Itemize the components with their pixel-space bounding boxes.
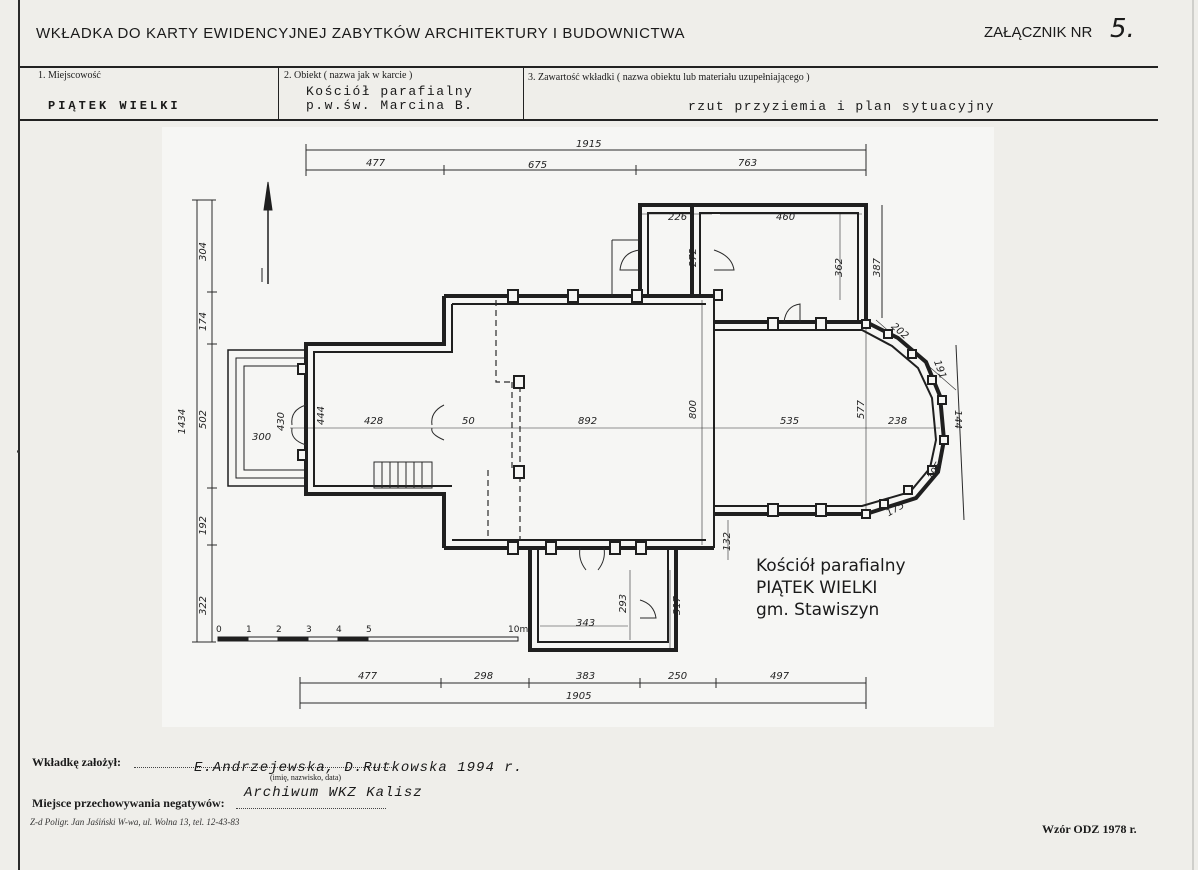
- doors: [291, 239, 801, 619]
- annex-label: ZAŁĄCZNIK NR: [984, 24, 1093, 41]
- dim-nave-h: 800: [688, 399, 700, 420]
- caption-line-1: Kościół parafialny: [756, 556, 906, 576]
- dim-tower-h: 444: [316, 405, 328, 426]
- dim-left-3: 502: [198, 409, 210, 430]
- field-1-label: 1. Miejscowość: [38, 70, 101, 81]
- south-annex-wall: [528, 548, 678, 652]
- dim-vestry-h: 272: [688, 247, 700, 268]
- header-rule-top: [20, 66, 1158, 68]
- field-3-value: rzut przyziemia i plan sytuacyjny: [688, 99, 995, 114]
- dim-porch-w: 300: [252, 432, 272, 443]
- dim-top-total: 1915: [576, 139, 602, 150]
- field-3-label: 3. Zawartość wkładki ( nazwa obiektu lub…: [528, 72, 810, 83]
- field-separator-1: [278, 67, 279, 119]
- scale-label-1: 1: [246, 625, 252, 635]
- dim-left-2: 174: [198, 311, 210, 332]
- vestry-wall: [638, 203, 692, 296]
- dim-top-2: 675: [528, 160, 548, 171]
- dim-top-3: 763: [738, 158, 758, 169]
- sacristy-wall: [690, 203, 868, 322]
- dim-nave-w: 892: [578, 416, 598, 427]
- dim-south-h: 293: [618, 593, 630, 614]
- dim-chancel-w: 535: [780, 416, 800, 427]
- storage-dots: [236, 808, 386, 809]
- field-2-value-line2: p.w.św. Marcina B.: [306, 98, 474, 113]
- dim-apse-d: 238: [888, 416, 908, 427]
- header-rule-bottom: [20, 119, 1158, 121]
- dim-south-w: 343: [576, 618, 596, 629]
- founder-dots: [134, 767, 394, 768]
- field-2-label: 2. Obiekt ( nazwa jak w karcie ): [284, 70, 413, 81]
- dim-left-4: 192: [198, 515, 210, 536]
- dim-left-5: 322: [198, 595, 210, 616]
- founder-hint: (imię, nazwisko, data): [270, 773, 342, 782]
- printer-imprint: Z-d Poligr. Jan Jaśiński W-wa, ul. Wolna…: [30, 817, 240, 827]
- scale-label-0: 0: [216, 625, 222, 635]
- field-1-value: PIĄTEK WIELKI: [48, 99, 181, 113]
- dim-bottom-total: 1905: [566, 691, 592, 702]
- gallery-outline: [495, 300, 521, 540]
- tower-stair: [373, 461, 433, 489]
- dim-apse-seg3: 144: [952, 409, 964, 430]
- dim-south-off: 132: [722, 531, 734, 552]
- scale-label-10: 10m: [508, 625, 529, 635]
- dim-sacristy-h: 362: [834, 257, 846, 278]
- pilasters: [297, 289, 949, 555]
- scale-label-2: 2: [276, 625, 282, 635]
- right-edge: [1192, 0, 1194, 870]
- caption-line-3: gm. Stawiszyn: [756, 600, 880, 620]
- scale-label-5: 5: [366, 625, 372, 635]
- punch-mark: [17, 450, 20, 453]
- form-code: Wzór ODZ 1978 r.: [1042, 822, 1137, 836]
- porch-steps: [227, 349, 306, 487]
- dim-bottom-2: 298: [474, 671, 494, 682]
- dim-top-1: 477: [366, 158, 386, 169]
- field-2-value-line1: Kościół parafialny: [306, 84, 474, 99]
- scale-bar: [217, 636, 519, 642]
- dim-sacristy-w: 460: [776, 212, 796, 223]
- left-margin-line: [18, 0, 20, 870]
- dim-chancel-h: 577: [856, 399, 868, 420]
- dim-bottom-1: 477: [358, 671, 378, 682]
- tower-wall: [304, 296, 446, 548]
- dim-sacristy-d: 387: [872, 257, 884, 278]
- plan-photo-area: [162, 127, 994, 727]
- dim-south-d: 317: [672, 595, 684, 616]
- dim-bottom-5: 497: [770, 671, 790, 682]
- founder-value: E.Andrzejewska, D.Rutkowska 1994 r.: [194, 760, 524, 776]
- form-title: WKŁADKA DO KARTY EWIDENCYJNEJ ZABYTKÓW A…: [36, 25, 686, 42]
- caption-line-2: PIĄTEK WIELKI: [756, 578, 878, 598]
- field-separator-2: [523, 67, 524, 119]
- dim-wall: 50: [462, 416, 475, 427]
- scale-label-3: 3: [306, 625, 312, 635]
- dim-porch-h: 430: [276, 411, 288, 432]
- dim-vestry-w: 226: [668, 212, 688, 223]
- chancel-wall: [714, 320, 947, 516]
- plan-caption: Kościół parafialny PIĄTEK WIELKI gm. Sta…: [756, 555, 906, 621]
- dim-bottom-4: 250: [668, 671, 688, 682]
- north-arrow-icon: [261, 181, 273, 284]
- dim-bottom-3: 383: [576, 671, 596, 682]
- dim-tower-w: 428: [364, 416, 384, 427]
- scale-label-4: 4: [336, 625, 342, 635]
- dim-left-1: 304: [198, 241, 210, 262]
- dim-left-total: 1434: [177, 408, 189, 435]
- annex-number: 5.: [1110, 14, 1135, 44]
- founder-label: Wkładkę założył:: [32, 755, 121, 769]
- storage-value: Archiwum WKZ Kalisz: [244, 785, 423, 801]
- storage-label: Miejsce przechowywania negatywów:: [32, 796, 225, 810]
